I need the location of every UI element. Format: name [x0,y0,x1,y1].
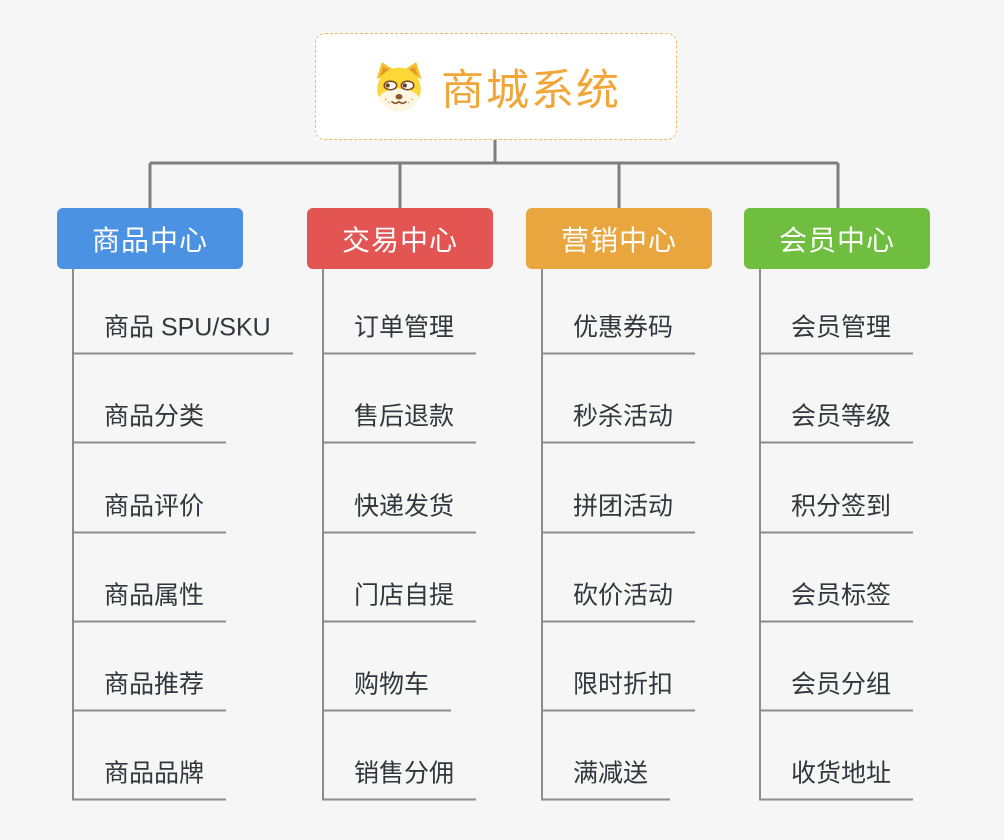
branch-label: 会员中心 [778,224,895,256]
leaf-node[interactable]: 售后退款 [322,401,477,443]
leaf-node[interactable]: 积分签到 [759,491,914,533]
branch-label: 交易中心 [341,224,458,256]
branch-label: 商品中心 [91,224,208,256]
branch-trunk-line [72,269,74,800]
leaf-node[interactable]: 销售分佣 [322,758,477,800]
leaf-node[interactable]: 快递发货 [322,491,477,533]
shiba-dog-icon [376,61,422,111]
leaf-node[interactable]: 商品品牌 [72,758,227,800]
branch-product-center: 商品中心商品 SPU/SKU 商品分类商品评价商品属性商品推荐商品品牌 [57,208,297,808]
leaf-node[interactable]: 商品分类 [72,401,227,443]
branch-marketing-center: 营销中心优惠券码秒杀活动拼团活动砍价活动限时折扣满减送 [526,208,766,808]
leaf-node[interactable]: 订单管理 [322,312,477,354]
leaf-node[interactable]: 商品推荐 [72,669,227,711]
leaf-node[interactable]: 会员等级 [759,401,914,443]
leaf-node[interactable]: 满减送 [541,758,671,800]
leaf-node[interactable]: 会员标签 [759,580,914,622]
leaf-node[interactable]: 购物车 [322,669,452,711]
branch-box-trade-center[interactable]: 交易中心 [307,208,493,269]
leaf-node[interactable]: 拼团活动 [541,491,696,533]
leaf-node[interactable]: 会员分组 [759,669,914,711]
branch-box-member-center[interactable]: 会员中心 [744,208,930,269]
leaf-node[interactable]: 砍价活动 [541,580,696,622]
branch-member-center: 会员中心会员管理会员等级积分签到会员标签会员分组收货地址 [744,208,984,808]
leaf-node[interactable]: 商品属性 [72,580,227,622]
branch-box-product-center[interactable]: 商品中心 [57,208,243,269]
leaf-node[interactable]: 商品评价 [72,491,227,533]
branch-trunk-line [759,269,761,800]
branch-trunk-line [541,269,543,800]
leaf-node[interactable]: 优惠券码 [541,312,696,354]
branch-label: 营销中心 [560,224,677,256]
branch-trunk-line [322,269,324,800]
leaf-node[interactable]: 会员管理 [759,312,914,354]
leaf-node[interactable]: 限时折扣 [541,669,696,711]
branch-trade-center: 交易中心订单管理售后退款快递发货门店自提购物车销售分佣 [307,208,547,808]
leaf-node[interactable]: 秒杀活动 [541,401,696,443]
branch-box-marketing-center[interactable]: 营销中心 [526,208,712,269]
leaf-node[interactable]: 门店自提 [322,580,477,622]
leaf-node[interactable]: 收货地址 [759,758,914,800]
leaf-node[interactable]: 商品 SPU/SKU [72,312,293,354]
root-node[interactable]: 商城系统 [315,33,677,140]
root-title: 商城系统 [441,66,621,115]
